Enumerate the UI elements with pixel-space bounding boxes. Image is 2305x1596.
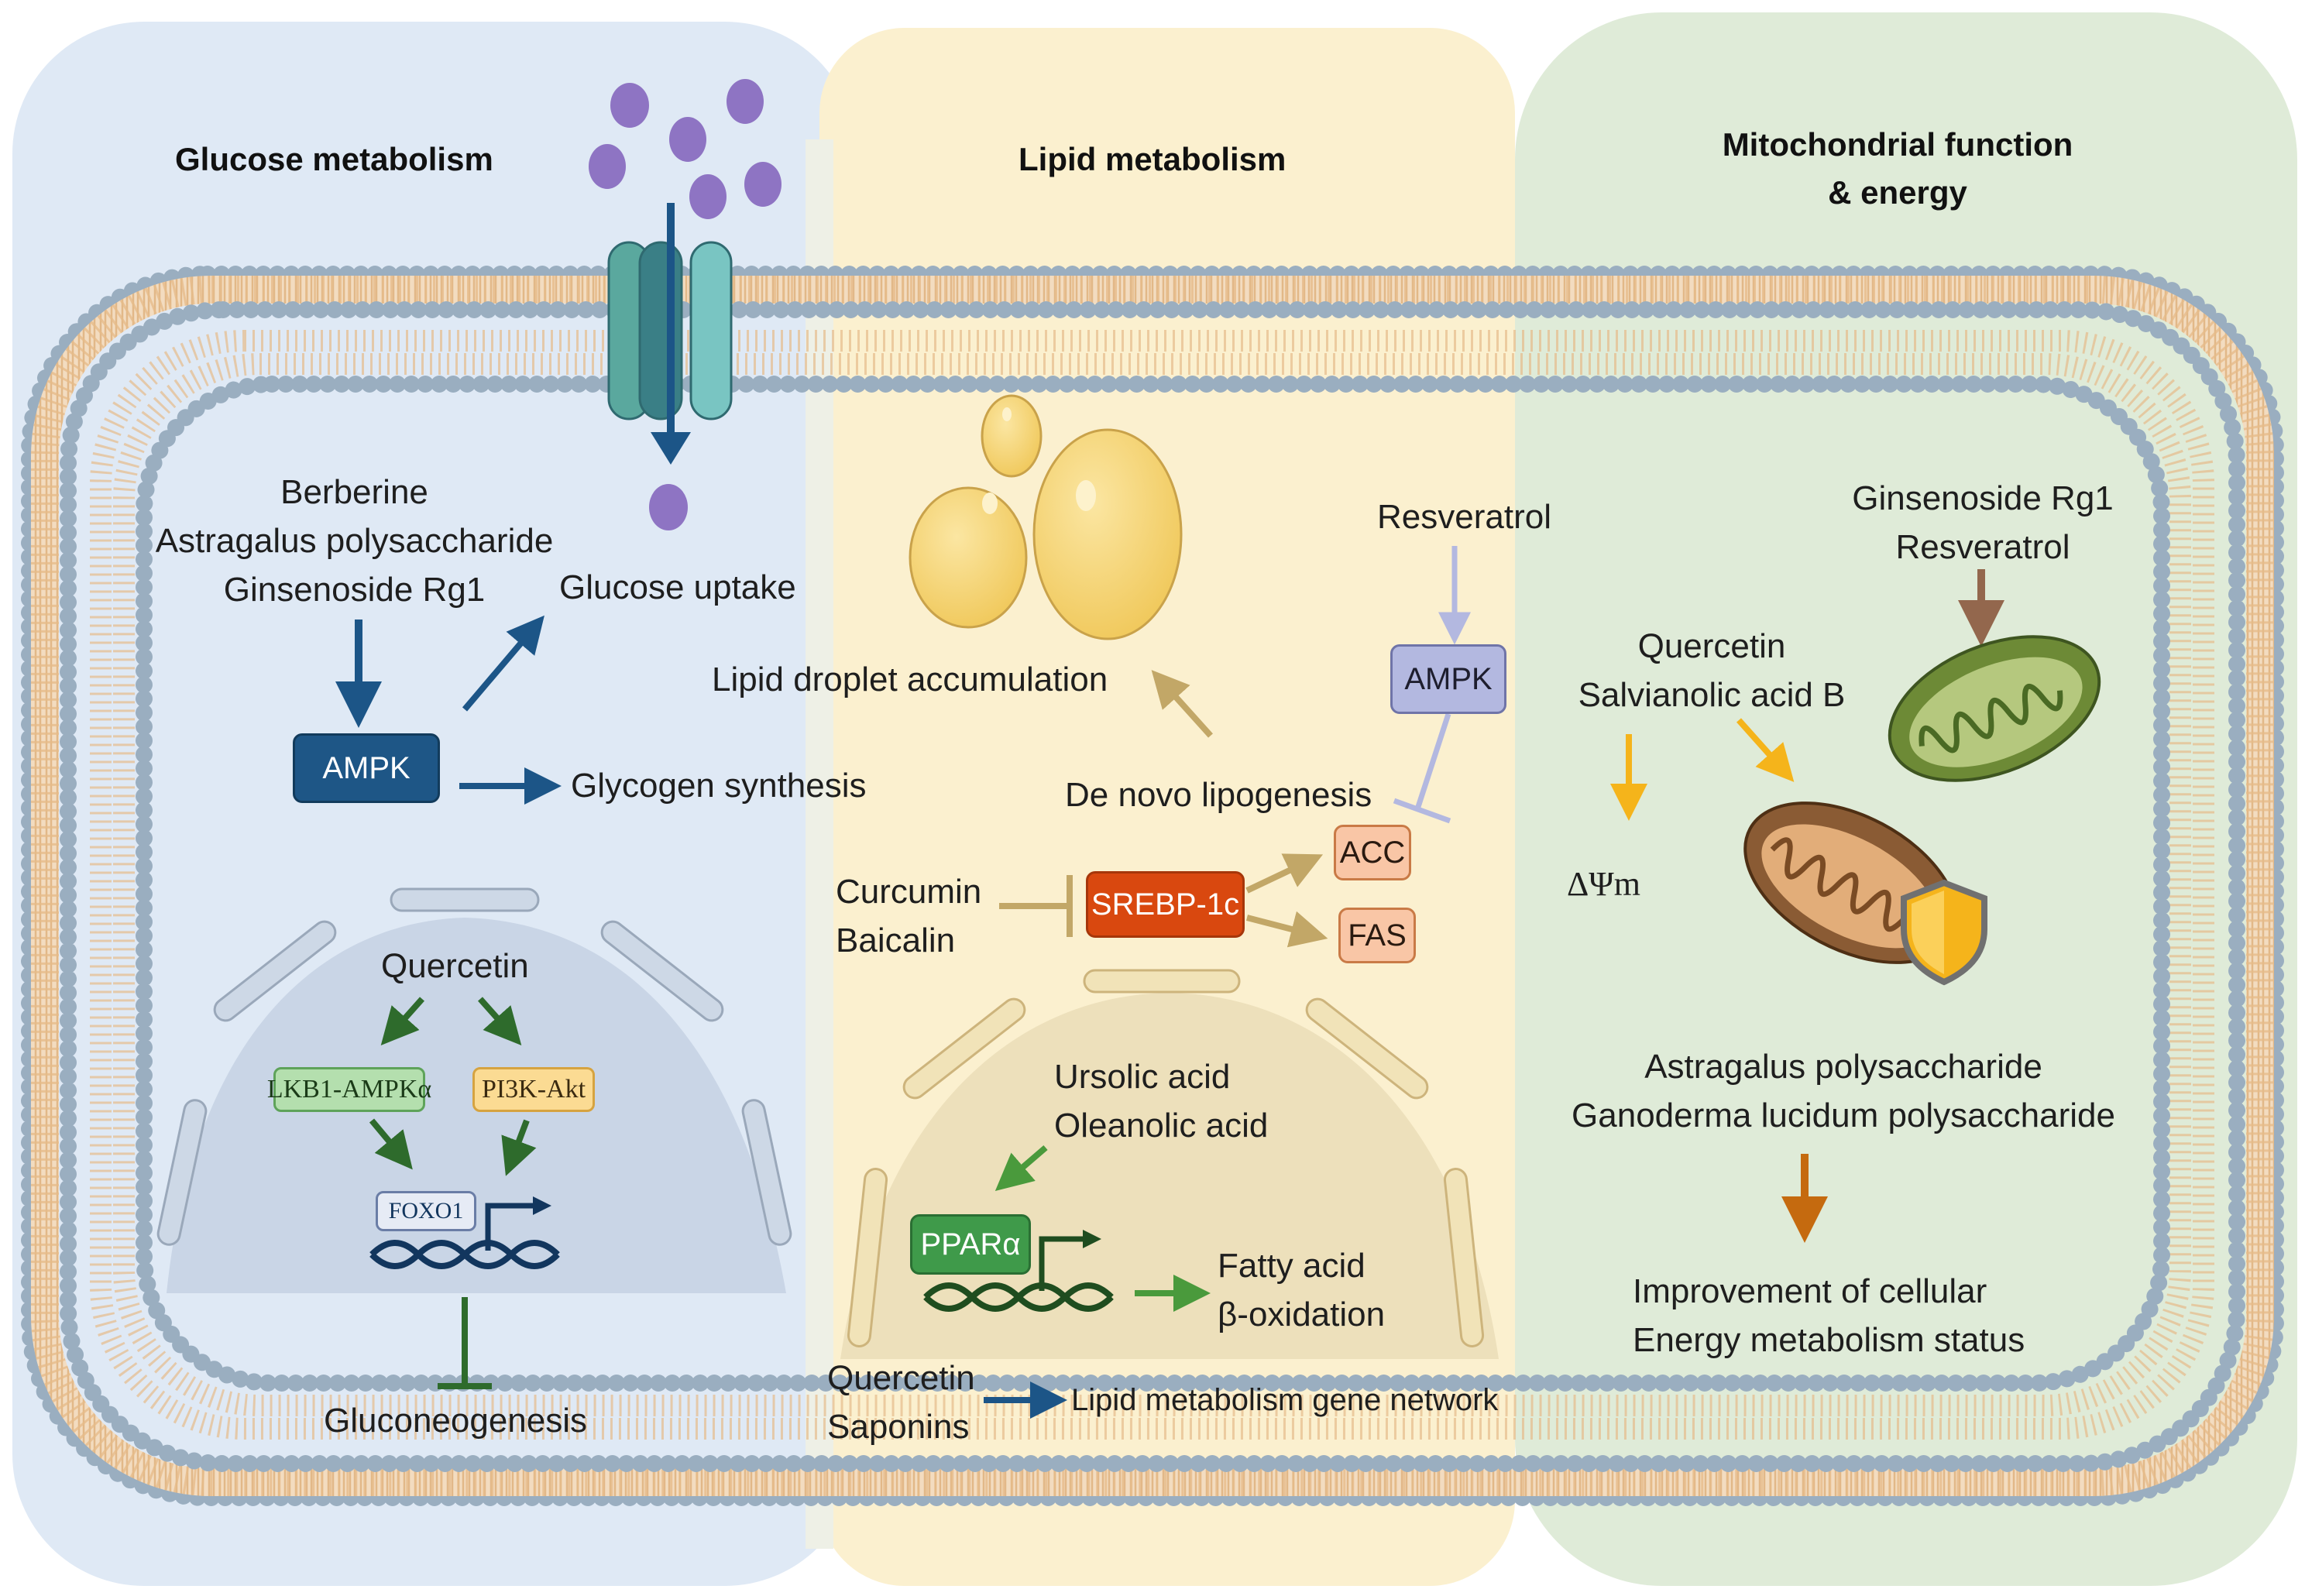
- transcription-start-arrow-icon: [1039, 1236, 1084, 1291]
- gene-network-label: Lipid metabolism gene network: [1071, 1383, 1499, 1417]
- mito-title-line-1: Mitochondrial function: [1722, 126, 2073, 163]
- quercetin-saponins-list: Quercetin Saponins: [827, 1361, 975, 1459]
- arrow-ampk-to-uptake: [462, 615, 544, 712]
- de-novo-lipogenesis-label: De novo lipogenesis: [1065, 776, 1372, 814]
- resveratrol-lipid-label: Resveratrol: [1377, 498, 1551, 536]
- ampk-node-lipid: AMPK: [1390, 644, 1506, 714]
- glucose-uptake-label: Glucose uptake: [559, 568, 796, 606]
- arrow-srebp-to-fas: [1245, 911, 1328, 948]
- dna-helix-icon: [369, 1240, 560, 1269]
- fatty-acid-label: Fatty acid: [1218, 1247, 1365, 1285]
- lipid-droplet-icon: [909, 394, 1183, 640]
- nucleus-quercetin-label: Quercetin: [381, 947, 529, 985]
- gluconeogenesis-label: Gluconeogenesis: [324, 1402, 588, 1440]
- foxo1-node: FOXO1: [376, 1191, 476, 1231]
- input-ganoderma: Ganoderma lucidum polysaccharide: [1572, 1097, 2115, 1134]
- glucose-transporter-icon: [607, 203, 733, 465]
- input-resveratrol-mito: Resveratrol: [1895, 528, 2070, 566]
- input-baicalin: Baicalin: [836, 922, 956, 959]
- ppar-alpha-node: PPARα: [910, 1214, 1031, 1275]
- mito-panel-title: Mitochondrial function & energy: [1665, 129, 2130, 209]
- input-quercetin-mito: Quercetin: [1637, 627, 1786, 665]
- srebp-1c-node: SREBP-1c: [1086, 871, 1245, 938]
- dna-helix-icon: [923, 1282, 1114, 1312]
- delta-psi-m-label: ΔΨm: [1567, 865, 1640, 903]
- acc-node: ACC: [1334, 825, 1411, 880]
- input-astragalus-mito: Astragalus polysaccharide: [1644, 1048, 2042, 1086]
- mito-polysaccharide-list: Astragalus polysaccharide Ganoderma luci…: [1534, 1050, 2153, 1148]
- glucose-molecule-icon: [589, 79, 782, 530]
- lkb1-ampk-node: LKB1-AMPKα: [267, 1067, 431, 1112]
- input-ginsenoside: Ginsenoside Rg1: [223, 571, 486, 609]
- mitochondrion-icon: [1888, 635, 2101, 782]
- result-line-1: Improvement of cellular: [1633, 1272, 1987, 1310]
- lipid-panel-title: Lipid metabolism: [1019, 141, 1286, 177]
- lipid-droplet-label: Lipid droplet accumulation: [712, 661, 1108, 698]
- input-quercetin-lipid: Quercetin: [827, 1359, 975, 1397]
- input-salvianolic: Salvianolic acid B: [1578, 676, 1846, 714]
- input-curcumin: Curcumin: [836, 873, 982, 911]
- fatty-acid-oxidation-list: Fatty acid β-oxidation: [1218, 1249, 1385, 1347]
- input-ursolic-acid: Ursolic acid: [1054, 1058, 1231, 1096]
- pi3k-akt-node: PI3K-Akt: [472, 1067, 595, 1112]
- mito-title-line-2: & energy: [1828, 174, 1967, 211]
- input-oleanolic-acid: Oleanolic acid: [1054, 1107, 1269, 1145]
- input-astragalus: Astragalus polysaccharide: [155, 522, 554, 560]
- mito-mid-input-list: Quercetin Salvianolic acid B: [1572, 630, 1851, 727]
- curcumin-baicalin-list: Curcumin Baicalin: [836, 875, 981, 973]
- fas-node: FAS: [1338, 908, 1416, 963]
- arrow-lipogenesis-to-droplets: [1151, 670, 1213, 738]
- mito-top-input-list: Ginsenoside Rg1 Resveratrol: [1843, 482, 2122, 579]
- ampk-node-glucose: AMPK: [293, 733, 440, 803]
- ursolic-oleanolic-list: Ursolic acid Oleanolic acid: [1054, 1060, 1268, 1158]
- result-line-2: Energy metabolism status: [1633, 1321, 2025, 1359]
- shield-icon: [1901, 879, 1987, 986]
- glucose-panel-title: Glucose metabolism: [175, 141, 493, 177]
- arrow-salvianolic-to-mito: [1736, 718, 1795, 782]
- inhibit-ampk-to-acc: [1414, 712, 1451, 811]
- glycogen-synthesis-label: Glycogen synthesis: [571, 767, 867, 805]
- cell-membrane: [21, 266, 2284, 1506]
- glucose-input-list: Berberine Astragalus polysaccharide Gins…: [124, 475, 585, 622]
- transcription-start-arrow-icon: [485, 1203, 534, 1251]
- input-ginsenoside-mito: Ginsenoside Rg1: [1852, 479, 2114, 517]
- energy-result-list: Improvement of cellular Energy metabolis…: [1633, 1275, 2025, 1372]
- input-saponins: Saponins: [827, 1408, 970, 1446]
- input-berberine: Berberine: [280, 473, 428, 511]
- arrow-srebp-to-acc: [1245, 853, 1324, 894]
- beta-oxidation-label: β-oxidation: [1218, 1296, 1386, 1333]
